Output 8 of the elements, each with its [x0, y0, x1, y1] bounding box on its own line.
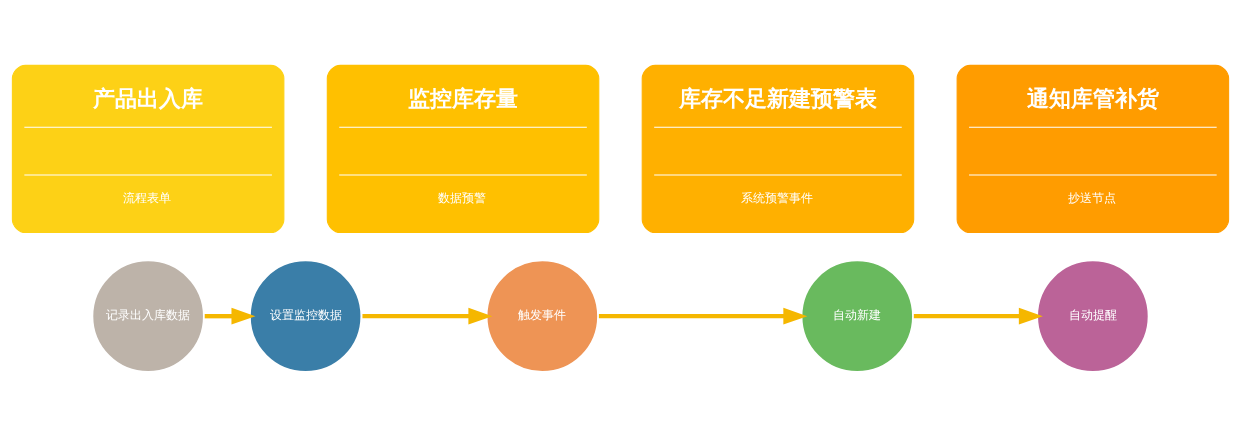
arrow	[598, 307, 808, 325]
node-box: 通知库管补货 抄送节点	[956, 64, 1230, 234]
node-box: 库存不足新建预警表 系统预警事件	[641, 64, 915, 234]
arrow	[362, 307, 493, 325]
node-box: 产品出入库 流程表单	[11, 64, 285, 234]
arrow	[913, 307, 1043, 325]
node-box: 监控库存量 数据预警	[326, 64, 600, 234]
arrow	[204, 307, 256, 325]
